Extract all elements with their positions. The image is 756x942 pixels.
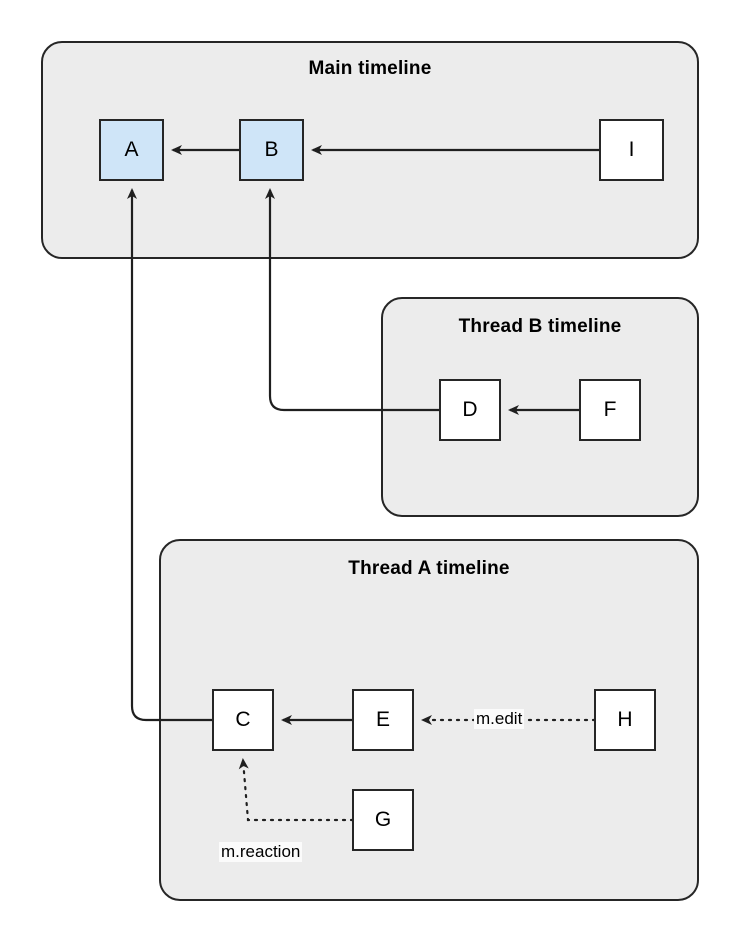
node-box-a[interactable] (99, 119, 164, 181)
node-label-c: C (235, 708, 251, 731)
node-box-b[interactable] (239, 119, 304, 181)
node-box-e[interactable] (352, 689, 414, 751)
edge-c-to-a (127, 188, 213, 722)
group-container-thread-b (381, 297, 699, 517)
node-box-f[interactable] (579, 379, 641, 441)
node-label-d: D (462, 398, 478, 421)
node-box-h[interactable] (594, 689, 656, 751)
group-title-thread-a: Thread A timeline (348, 558, 510, 579)
node-label-h: H (617, 708, 633, 731)
node-label-f: F (603, 398, 617, 421)
edge-label-m-reaction: m.reaction (219, 842, 303, 862)
node-label-i: I (628, 138, 635, 161)
node-box-g[interactable] (352, 789, 414, 851)
node-label-a: A (124, 138, 139, 161)
edge-label-m-edit: m.edit (474, 709, 525, 729)
node-box-c[interactable] (212, 689, 274, 751)
group-title-thread-b: Thread B timeline (458, 316, 622, 337)
node-label-e: E (375, 708, 390, 731)
edge-d-to-b (265, 188, 440, 412)
node-label-g: G (374, 808, 392, 831)
node-box-i[interactable] (599, 119, 664, 181)
edge-g-to-c (238, 758, 355, 822)
group-title-main: Main timeline (308, 58, 432, 79)
node-label-b: B (264, 138, 279, 161)
node-box-d[interactable] (439, 379, 501, 441)
